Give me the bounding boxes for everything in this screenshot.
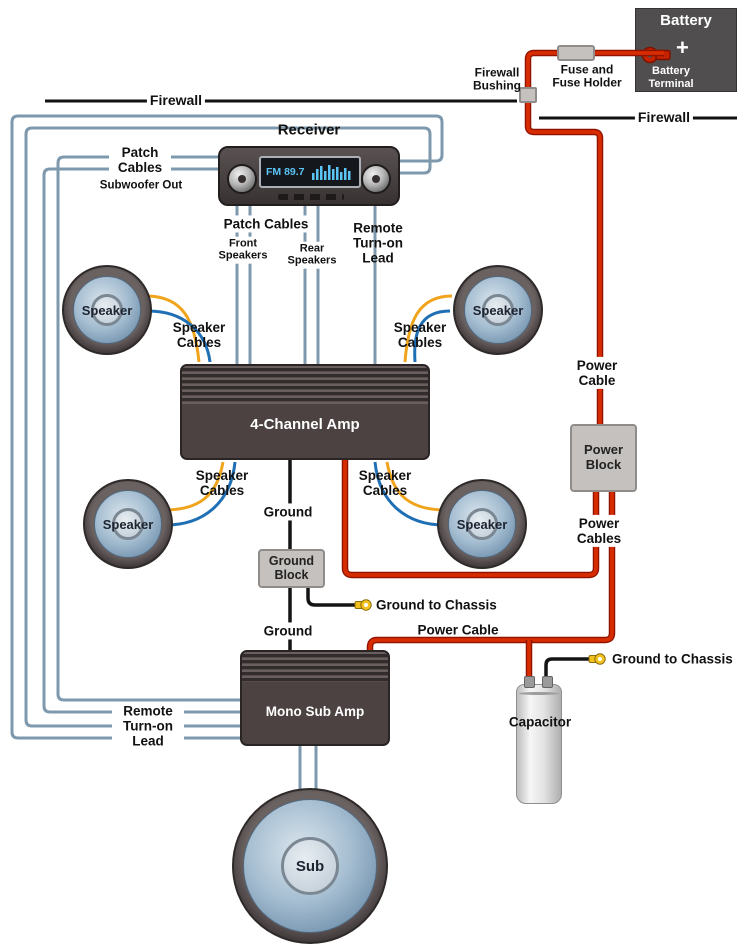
ground-label-lower: Ground — [260, 622, 316, 640]
speaker-cable-tl-orange — [145, 294, 201, 363]
speaker-cables-label-tr: Speaker Cables — [393, 319, 447, 350]
receiver: FM 89.7 — [218, 146, 400, 206]
heatsink-fins — [182, 366, 428, 404]
ring-terminal-icon-lower — [588, 653, 606, 665]
radio-station-text: FM 89.7 — [266, 166, 305, 178]
speaker-label: Speaker — [102, 516, 154, 532]
firewall-bushing-label: Firewall Bushing — [473, 65, 521, 93]
ground-to-chassis-label-lower: Ground to Chassis — [612, 651, 733, 667]
mono-sub-amp: Mono Sub Amp — [240, 650, 390, 746]
speaker-cables-label-br: Speaker Cables — [358, 467, 412, 498]
remote-lead-label-top: Remote Turn-on Lead — [353, 220, 403, 266]
power-cable-monoamp — [368, 486, 614, 654]
amp4-label: 4-Channel Amp — [250, 416, 360, 433]
patch-cables-left-label: Patch Cables — [109, 143, 171, 177]
subwoofer-patch-wire-2 — [42, 167, 244, 714]
patch-cables-bottom-label: Patch Cables — [220, 215, 312, 233]
receiver-title: Receiver — [277, 121, 341, 139]
battery-title: Battery — [660, 12, 712, 29]
tuning-knob-icon — [361, 164, 391, 194]
receiver-buttons — [278, 194, 344, 200]
speaker-cable-br-orange — [385, 461, 447, 512]
receiver-display: FM 89.7 — [259, 156, 361, 188]
volume-knob-icon — [227, 164, 257, 194]
speaker-label: Speaker — [472, 302, 524, 318]
battery-terminal-label: Battery Terminal — [648, 65, 694, 90]
speaker-cables-label-tl: Speaker Cables — [172, 319, 226, 350]
sub-label: Sub — [295, 857, 325, 875]
speaker-rear-left: Speaker — [83, 479, 173, 569]
remote-turnon-wire-loop-1 — [10, 114, 444, 740]
speaker-label: Speaker — [81, 302, 133, 318]
speaker-cable-br-blue — [373, 461, 445, 527]
power-cable-label: Power Cable — [568, 356, 626, 390]
ring-terminal-icon-upper — [354, 599, 372, 611]
heatsink-fins — [242, 652, 388, 682]
speaker-cable-tl-blue — [147, 309, 212, 363]
speaker-front-right: Speaker — [453, 265, 543, 355]
firewall-label-right: Firewall — [634, 109, 694, 127]
ground-label-upper: Ground — [260, 503, 316, 521]
fuse-holder — [557, 45, 595, 61]
speaker-cable-tr-orange — [403, 294, 453, 363]
ground-to-chassis-label-upper: Ground to Chassis — [376, 597, 497, 613]
subwoofer-out-label: Subwoofer Out — [96, 178, 186, 194]
front-speakers-label: Front Speakers — [211, 236, 275, 264]
battery-plus-sign: + — [676, 35, 689, 60]
subwoofer: Sub — [232, 788, 388, 944]
capacitor-negative-terminal — [542, 676, 553, 688]
power-cable-amp4 — [343, 458, 598, 577]
power-cable-main — [526, 51, 664, 430]
firewall-bushing — [519, 87, 537, 103]
speaker-front-left: Speaker — [62, 265, 152, 355]
capacitor — [516, 676, 562, 804]
power-cables-label: Power Cables — [568, 514, 630, 548]
ground-to-chassis-wire-capacitor — [544, 657, 592, 678]
speaker-cable-tr-blue — [413, 309, 451, 363]
eq-bars-icon — [312, 165, 351, 180]
capacitor-label: Capacitor — [508, 714, 572, 730]
speaker-label: Speaker — [456, 516, 508, 532]
power-cable-label-mono: Power Cable — [417, 622, 499, 638]
ground-to-chassis-wire-upper — [306, 584, 358, 607]
subwoofer-patch-wire-1 — [56, 155, 244, 702]
remote-lead-label-bottom: Remote Turn-on Lead — [112, 702, 184, 750]
speaker-cable-bl-blue — [165, 461, 237, 527]
capacitor-positive-terminal — [524, 676, 535, 688]
speaker-cable-bl-orange — [163, 461, 225, 512]
four-channel-amp: 4-Channel Amp — [180, 364, 430, 460]
ground-block: Ground Block — [258, 549, 325, 588]
speaker-rear-right: Speaker — [437, 479, 527, 569]
speaker-cables-label-bl: Speaker Cables — [195, 467, 249, 498]
rear-speakers-label: Rear Speakers — [280, 241, 344, 269]
firewall-label-left: Firewall — [146, 92, 206, 110]
monoamp-label: Mono Sub Amp — [265, 704, 365, 719]
power-block: Power Block — [570, 424, 637, 492]
remote-turnon-wire-loop-2 — [24, 126, 432, 728]
fuse-holder-label: Fuse and Fuse Holder — [552, 62, 622, 90]
